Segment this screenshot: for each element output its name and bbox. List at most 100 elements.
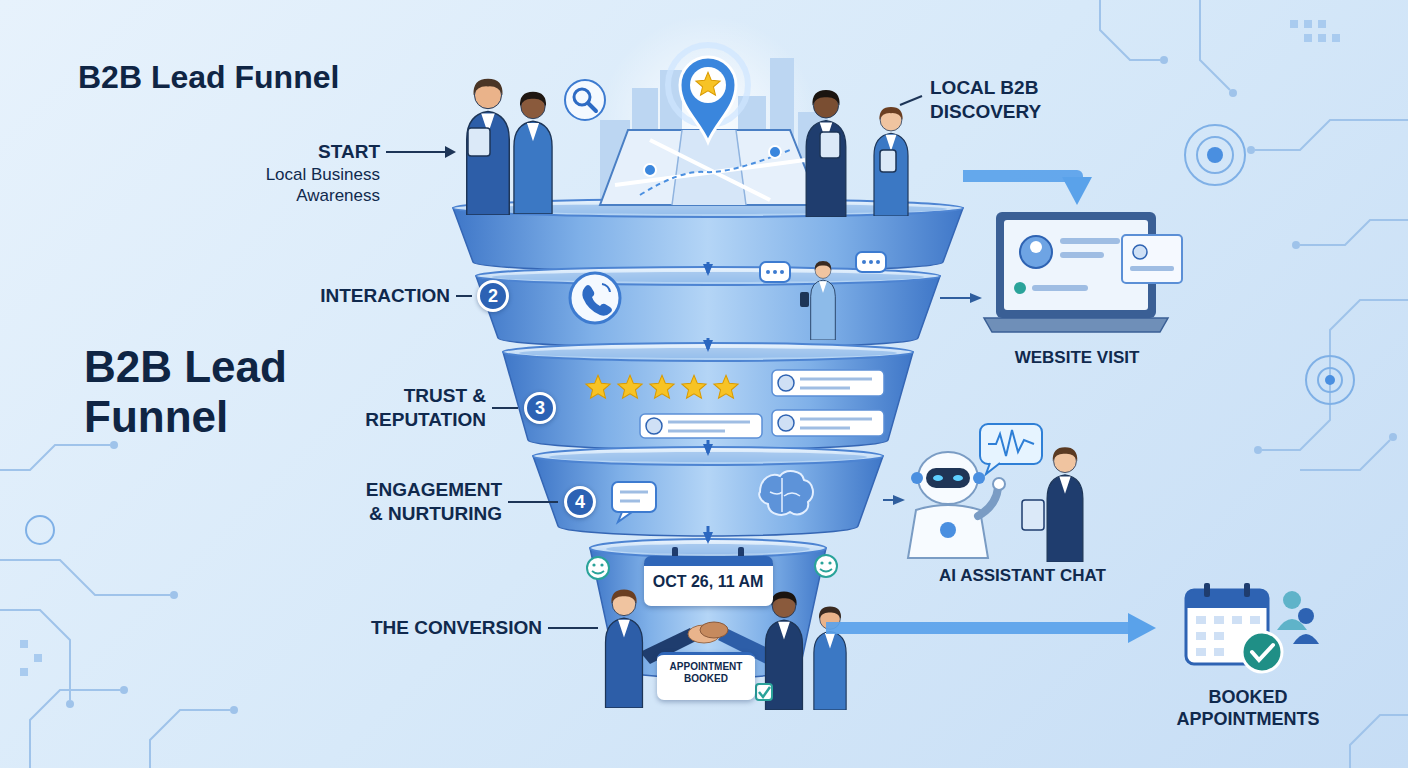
text-holder: TRUST & REPUTATION — [330, 384, 486, 432]
leader-lines — [492, 407, 518, 409]
circuit-dots — [110, 441, 118, 449]
funnel-rim — [476, 267, 940, 285]
flow-arrow — [707, 440, 710, 453]
text-holder: BOOKED APPOINTMENTS — [1156, 686, 1340, 730]
funnel-opening — [469, 204, 947, 214]
robot — [986, 463, 1000, 474]
calendar-icon — [1186, 600, 1268, 608]
calendar-icon — [1242, 632, 1282, 672]
phone-user — [760, 252, 886, 340]
circuit-dots — [170, 591, 178, 599]
pixel-squares — [1318, 20, 1326, 28]
flow-arrow — [883, 499, 902, 501]
funnel-stage: ENGAGEMENT & NURTURING — [350, 456, 883, 526]
circuit-traces — [1255, 120, 1408, 150]
robot — [908, 424, 1042, 558]
calendar-icon — [1186, 583, 1319, 672]
funnel-band — [533, 456, 883, 536]
robot — [926, 468, 970, 488]
calendar-card: OCT 26, 11 AM — [644, 556, 773, 606]
laptop — [1060, 238, 1120, 244]
funnel-stage: STARTLocal Business Awareness — [230, 140, 963, 262]
check-box — [756, 684, 772, 700]
flow-arrow — [940, 297, 979, 299]
rating-stars — [586, 375, 610, 398]
smiley — [592, 563, 595, 566]
phone-user — [862, 260, 866, 264]
tablets — [880, 150, 896, 172]
tech-rings — [1185, 125, 1245, 185]
check-box — [759, 687, 770, 697]
tech-rings — [1197, 137, 1233, 173]
node-heading: START — [240, 140, 380, 164]
calendar-icon — [1244, 583, 1250, 597]
node-text: Local Business Awareness — [240, 164, 380, 206]
review-cards — [772, 370, 884, 396]
tech-rings — [26, 125, 1354, 544]
pixel-squares — [34, 654, 42, 662]
phone-user — [800, 292, 809, 307]
map — [600, 130, 820, 205]
robot — [918, 452, 978, 504]
tech-rings — [1306, 356, 1354, 404]
review-cards — [778, 375, 794, 391]
review-cards — [800, 418, 872, 421]
circuit-traces — [1350, 715, 1408, 768]
calendar-icon — [1214, 616, 1224, 624]
people — [874, 107, 908, 216]
map — [650, 140, 770, 200]
chat-icon — [620, 500, 640, 503]
brain-icon — [770, 478, 800, 512]
review-cards — [668, 421, 750, 424]
phone-icon — [570, 273, 620, 323]
circuit-dots — [1160, 56, 1168, 64]
review-cards — [640, 414, 762, 438]
phone-user — [773, 270, 777, 274]
tablets — [468, 128, 490, 156]
smiley — [587, 557, 609, 579]
circuit-dots — [1389, 433, 1397, 441]
check-box — [756, 684, 772, 700]
circuit-traces — [1200, 0, 1230, 90]
leader-arrowhead — [445, 146, 456, 158]
robot — [953, 475, 963, 481]
pixel-squares — [1304, 20, 1312, 28]
flow-arrow — [707, 338, 710, 349]
robot — [993, 478, 1005, 490]
text-holder: 4 — [564, 486, 596, 518]
robot — [933, 475, 943, 481]
brain-icon — [759, 471, 813, 515]
calendar-icon — [1283, 591, 1301, 609]
phone-user — [869, 260, 873, 264]
robot — [940, 522, 956, 538]
circuit-traces — [1100, 0, 1160, 60]
search-bubble — [565, 80, 605, 120]
calendar-icon — [1196, 648, 1206, 656]
review-cards — [772, 410, 884, 436]
pixel-squares — [1304, 34, 1312, 42]
calendar-icon — [1196, 616, 1206, 624]
location-pin — [680, 57, 736, 142]
phone-user — [876, 260, 880, 264]
text-holder: 2 — [477, 280, 509, 312]
tech-rings — [26, 516, 54, 544]
leader-lines — [386, 151, 446, 153]
phone-user — [856, 252, 886, 272]
text-holder: B2B Lead Funnel — [84, 342, 334, 442]
circuit-traces — [0, 610, 70, 700]
section-label: LOCAL B2B DISCOVERY — [930, 76, 1070, 124]
funnel-band — [476, 276, 940, 348]
funnel-rim — [453, 199, 963, 217]
map — [644, 164, 656, 176]
assistant-user — [1022, 500, 1044, 530]
calendar-icon — [1252, 645, 1273, 660]
tech-ring-core — [1207, 147, 1223, 163]
calendar-icon — [1298, 608, 1314, 624]
laptop — [1032, 285, 1088, 291]
laptop — [984, 318, 1168, 332]
text-holder: ENGAGEMENT & NURTURING — [357, 478, 502, 526]
node-heading: WEBSITE VISIT — [1015, 347, 1140, 369]
leader-lines — [508, 501, 558, 503]
ai-assistant: AI ASSISTANT CHAT — [905, 430, 1140, 590]
